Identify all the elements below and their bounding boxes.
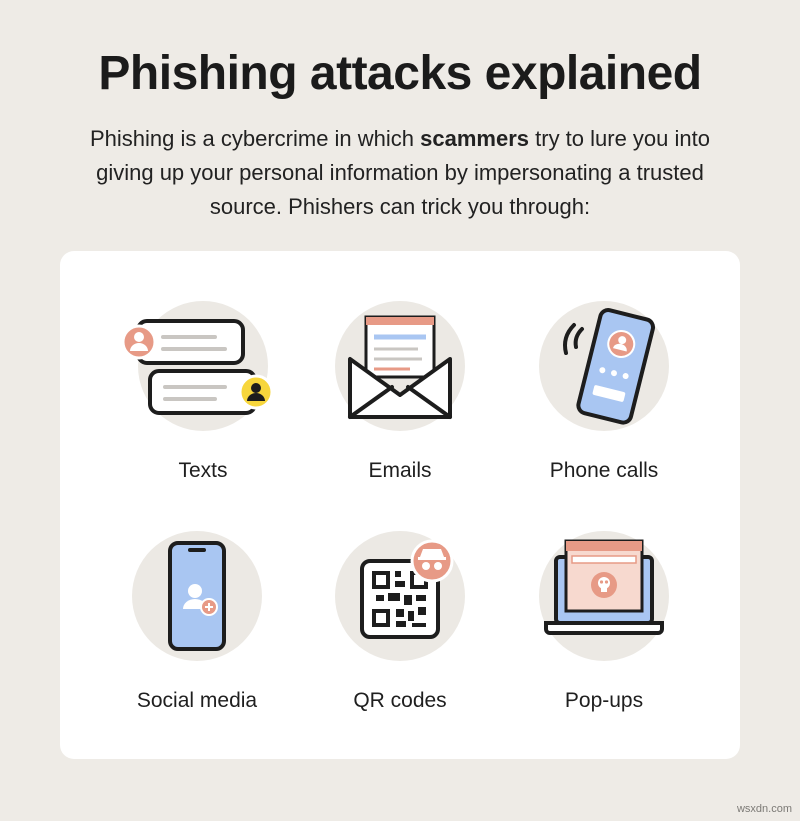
text-messages-icon: [121, 319, 274, 415]
popup-window-icon: [544, 539, 664, 635]
social-profile-icon: [168, 541, 226, 651]
method-label: Texts: [178, 459, 228, 482]
intro-text-start: Phishing is a cybercrime in which: [90, 126, 421, 151]
phone-call-icon: [563, 308, 656, 425]
watermark: wsxdn.com: [736, 803, 792, 815]
intro-keyword: scammers: [420, 126, 530, 151]
methods-card: Texts Emails: [60, 251, 740, 759]
method-label: Emails: [368, 459, 432, 482]
page-title: Phishing attacks explained: [98, 47, 702, 100]
method-label: Pop-ups: [564, 689, 644, 712]
intro-paragraph: Phishing is a cybercrime in which scamme…: [70, 122, 730, 224]
qr-code-icon: [360, 539, 454, 639]
method-label: Social media: [136, 689, 258, 712]
method-label: Phone calls: [549, 459, 659, 482]
method-label: QR codes: [353, 689, 447, 712]
intro-text-end: try to lure you into giving up your pers…: [96, 126, 710, 219]
envelope-icon: [348, 315, 452, 419]
